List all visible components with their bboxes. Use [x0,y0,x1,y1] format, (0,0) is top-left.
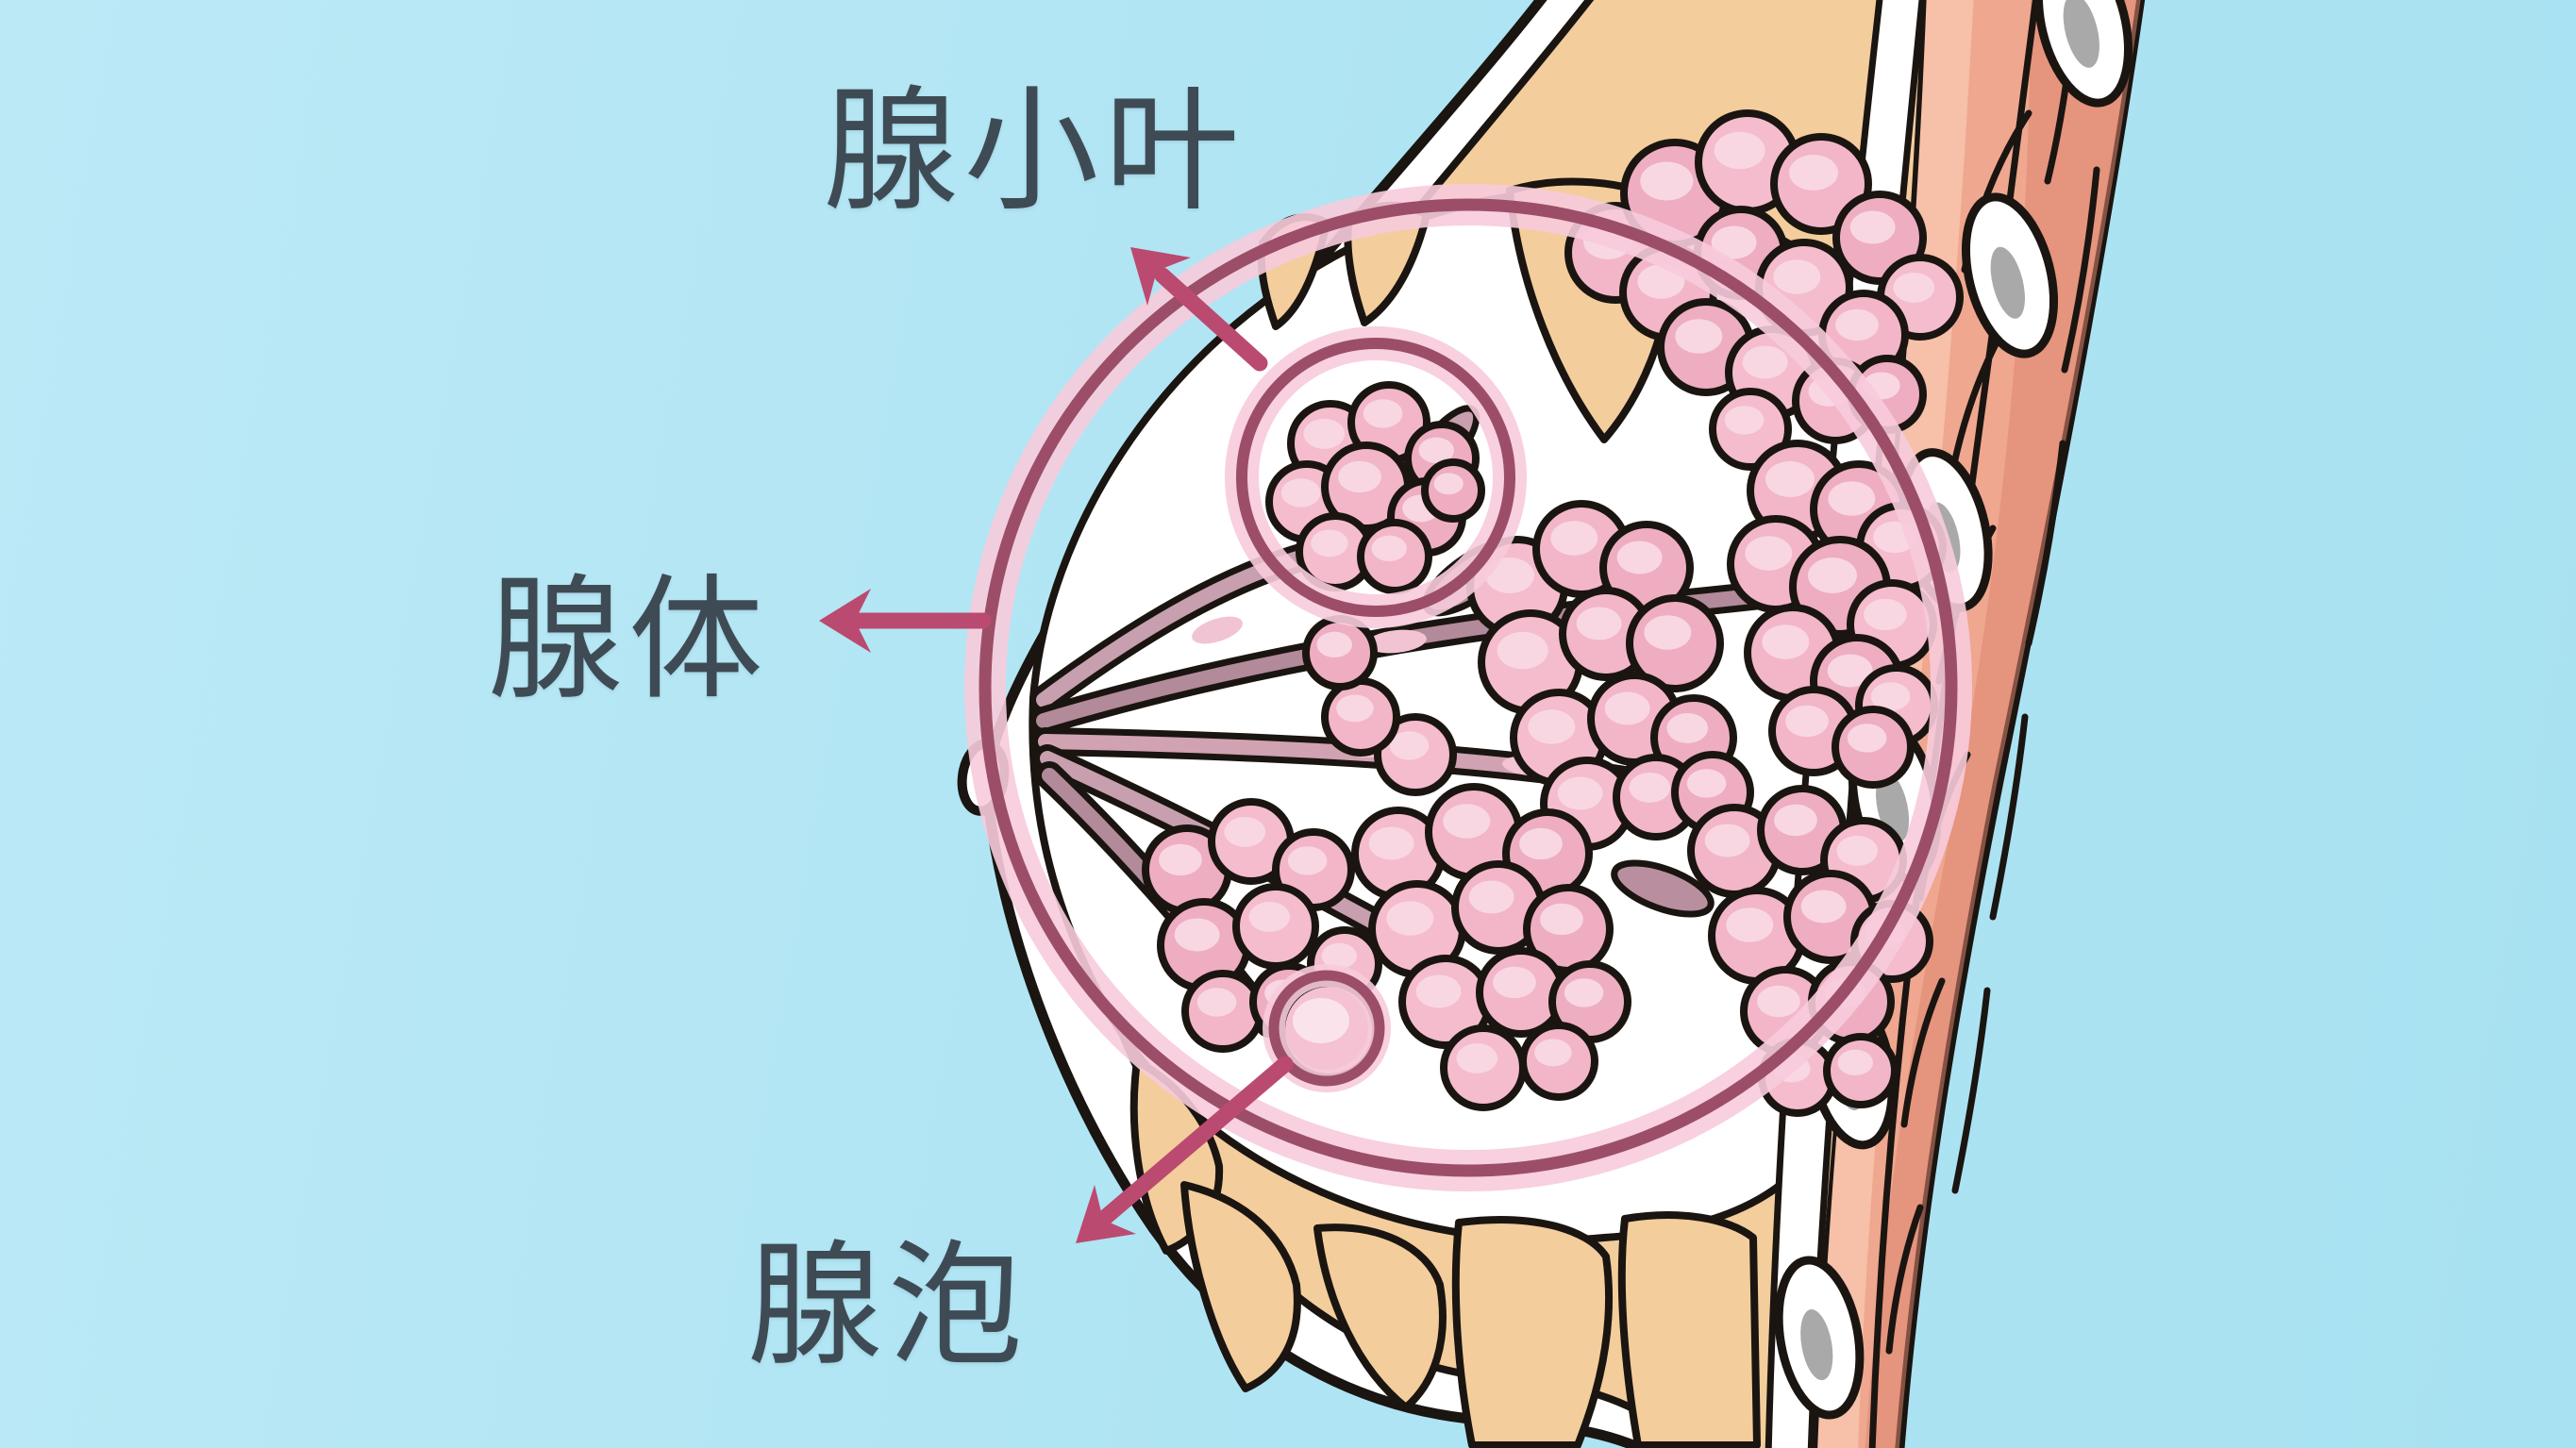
alveolus-highlight [1303,418,1346,449]
alveolus-highlight [1287,846,1328,875]
alveolus-highlight [1363,399,1403,428]
rib [1774,1256,1865,1420]
annotation-circle-alveolus [1263,964,1391,1092]
alveolus-highlight [1870,682,1911,711]
rib [2034,0,2133,108]
alveolus-highlight [1280,478,1321,508]
alveolus-highlight [1724,406,1765,435]
alveolus-highlight [1773,259,1821,294]
muscle-dark-shade [1865,0,2141,1448]
rib [1961,192,2059,358]
alveolus-highlight [1468,880,1514,914]
alveolus-highlight [1726,907,1774,942]
alveolus-highlight [1321,942,1357,970]
annotation-circle-lobule [1225,326,1527,628]
alveolus-highlight [1497,631,1548,670]
alveolus-highlight [1800,890,1847,924]
alveolus-highlight [1808,558,1857,593]
alveolus-highlight [1443,804,1491,839]
alveolus-highlight [1836,835,1879,866]
alveolus-highlight [1519,827,1563,860]
alveolus-highlight [1704,824,1750,857]
fat-lobes-bottom [1129,1057,1761,1448]
alveolus-highlight [1540,903,1583,936]
label-alveolus: 腺泡 [747,1231,1029,1382]
alveolus-highlight [1789,155,1838,191]
alveolus-highlight [1564,978,1604,1007]
alveolus-highlight [1433,473,1464,495]
alveolus-highlight [1311,529,1348,558]
alveolus-highlight [1389,731,1430,760]
alveoli-clusters [1142,109,1964,1117]
alveolus-highlight [1493,966,1536,999]
alveolus-highlight [1196,988,1237,1017]
alveolus-highlight [1666,712,1709,743]
alveolus-highlight [1893,272,1935,303]
alveolus-highlight [1224,816,1266,847]
alveolus-highlight [1415,974,1462,1008]
alveolus-highlight [1785,705,1829,738]
alveolus-highlight [1835,308,1879,341]
alveolus-highlight [1336,694,1374,723]
alveolus-highlight [1371,535,1407,562]
alveolus-highlight [1742,345,1788,379]
alveolus-highlight [1629,772,1671,803]
alveolus-highlight [1616,541,1663,574]
alveolus-highlight [1386,901,1434,936]
alveolus-highlight [1757,985,1800,1018]
alveolus-highlight [1762,624,1810,659]
alveolus-highlight [1827,654,1873,688]
arrow-to-alveolus-label [1076,1056,1294,1243]
alveolus-highlight [1644,615,1692,650]
alveolus-highlight [1774,804,1817,837]
alveolus-highlight [1557,776,1603,810]
alveolus-highlight [1837,1049,1873,1076]
label-lobule: 腺小叶 [823,76,1246,227]
alveolus-highlight [1765,461,1815,497]
alveolus-highlight [1849,210,1896,244]
alveolus-highlight [1847,724,1887,753]
arrow-to-lobule-label [1130,247,1268,372]
alveolus-highlight [1418,437,1454,464]
alveolus-highlight [1550,521,1598,556]
alveolus-highlight [1528,709,1576,744]
alveolus-highlight [1604,691,1650,725]
arrow-to-gland-label [819,589,992,653]
alveolus-highlight [1368,826,1414,860]
alveolus-highlight [1745,536,1793,571]
alveolus-highlight [1576,607,1622,641]
alveolus-highlight [1159,843,1202,876]
alveolus-highlight [1714,131,1765,170]
label-gland: 腺体 [488,565,769,716]
alveolus-highlight [1456,1042,1498,1074]
alveolus-highlight [1711,225,1757,259]
alveolus-highlight [1864,598,1907,631]
alveolus-highlight [1174,918,1220,952]
alveolus-highlight [1675,319,1723,354]
alveolus-highlight [1534,1039,1572,1067]
annotation-circle-large [964,184,1972,1191]
alveolus-highlight [1686,769,1727,798]
alveolus-highlight [1248,901,1291,932]
alveolus-highlight [1316,631,1352,658]
alveolus-highlight [1338,460,1381,493]
alveolus-highlight [1640,161,1694,201]
alveolus-highlight [1828,481,1876,516]
